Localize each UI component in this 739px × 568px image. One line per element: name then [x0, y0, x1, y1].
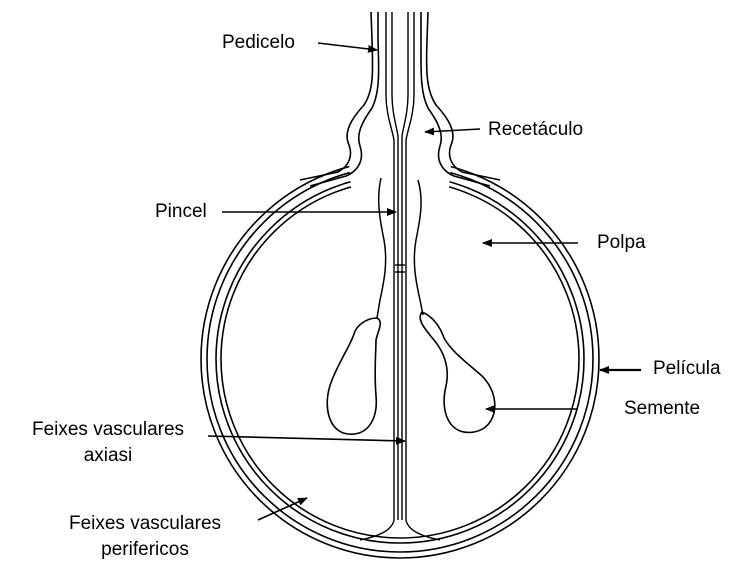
arrow-feixes-axiais [208, 436, 405, 441]
label-recetaculo: Recetáculo [488, 119, 583, 141]
axial-bundles [386, 12, 414, 520]
label-feixes-axiais-line1: Feixes vasculares [8, 419, 208, 441]
label-pelicula: Película [653, 358, 721, 380]
seeds [327, 312, 495, 434]
label-polpa: Polpa [597, 232, 646, 254]
skin-opening [348, 150, 452, 200]
label-feixes-perifericos-line2: perifericos [45, 539, 245, 561]
label-feixes-axiais: Feixes vasculares axiasi [8, 419, 208, 467]
label-pedicelo: Pedicelo [222, 32, 295, 54]
label-feixes-perifericos-line1: Feixes vasculares [45, 513, 245, 535]
label-pincel: Pincel [155, 201, 207, 223]
label-semente: Semente [624, 398, 700, 420]
arrow-pedicelo [318, 43, 377, 50]
berry-skin [201, 160, 599, 558]
bottom-junction [360, 520, 440, 540]
label-feixes-perifericos: Feixes vasculares perifericos [45, 513, 245, 561]
label-feixes-axiais-line2: axiasi [8, 445, 208, 467]
